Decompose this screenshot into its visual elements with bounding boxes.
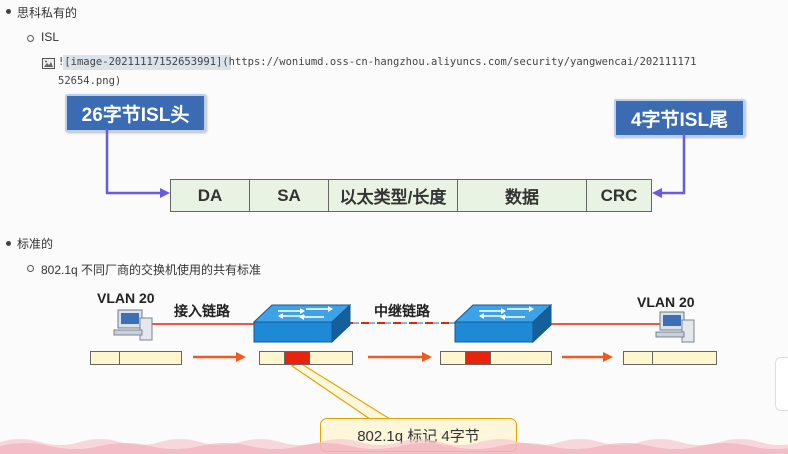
tagged-frame-right	[440, 351, 552, 365]
left-vlan-label: VLAN 20	[97, 290, 155, 306]
outline-item-isl: ISL	[41, 30, 60, 44]
outline-item-cisco-proprietary: 思科私有的	[17, 6, 78, 20]
right-vlan-label: VLAN 20	[637, 294, 695, 310]
frame-field-crc: CRC	[600, 185, 638, 205]
isl-header-badge: 26字节ISL头	[65, 94, 206, 132]
outline-item-8021q: 802.1q 不同厂商的交换机使用的共有标准	[41, 263, 262, 277]
outline-item-standard: 标准的	[17, 237, 54, 251]
access-link-label: 接入链路	[174, 303, 230, 319]
image-link-text: ![image-20211117152653991](https://woniu…	[58, 56, 697, 68]
image-markdown-link[interactable]: ![image-20211117152653991](https://woniu…	[58, 56, 696, 68]
trunk-link-label: 中继链路	[374, 303, 430, 319]
isl-trailer-arrowhead	[652, 188, 662, 198]
callout-pointer	[290, 362, 393, 420]
sub-bullet	[27, 35, 34, 42]
isl-trailer-badge: 4字节ISL尾	[614, 99, 745, 137]
flow-arrow-2	[368, 352, 432, 362]
flow-arrow-1	[193, 352, 246, 362]
isl-header-arrow	[105, 128, 163, 195]
frame-field-ethertype: 以太类型/长度	[329, 180, 458, 211]
side-panel-tab[interactable]	[775, 357, 788, 411]
bottom-wave-decoration	[0, 439, 788, 454]
frame-field-data: 数据	[458, 180, 587, 211]
bullet	[6, 9, 11, 14]
sub-bullet	[27, 265, 34, 272]
isl-trailer-arrow	[659, 133, 686, 195]
frame-field-sa: SA	[250, 180, 329, 211]
untagged-frame-left	[90, 351, 182, 365]
right-computer-icon	[655, 311, 695, 343]
tagged-frame-left	[259, 351, 353, 365]
bullet	[6, 241, 11, 246]
image-link-continuation: 52654.png)	[58, 75, 122, 87]
untagged-frame-right	[623, 351, 717, 365]
frame-field-da: DA	[171, 180, 250, 211]
right-switch-icon	[453, 303, 553, 344]
image-placeholder-icon	[42, 58, 55, 69]
left-computer-icon	[113, 309, 153, 341]
flow-arrow-3	[562, 352, 613, 362]
isl-header-arrowhead	[160, 188, 170, 198]
left-switch-icon	[252, 303, 352, 344]
isl-frame: DA SA 以太类型/长度 数据 CRC	[170, 179, 652, 212]
